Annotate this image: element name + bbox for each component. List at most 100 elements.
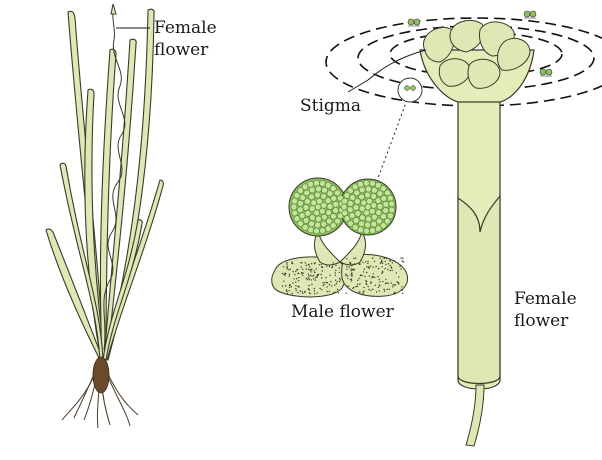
pollen-grain [321,213,328,221]
sac-speckle [281,272,284,275]
pollen-grain [334,217,341,225]
pollen-grain [364,191,371,199]
pollen-grain [347,200,354,207]
pollen-grain [291,209,299,217]
floating-male-flowers [407,10,553,77]
pollen-grain [374,225,382,232]
female-flower-spathe [457,194,501,385]
sac-speckle [398,276,400,278]
sac-speckle [374,284,376,286]
sac-speckle [288,275,290,277]
sac-speckle [353,263,356,265]
pollen-grain [308,186,316,194]
sac-speckle [310,263,313,265]
sac-speckle [318,264,321,266]
pollen-grain [299,194,306,201]
sac-speckle [373,260,376,263]
sac-speckle [389,269,391,272]
sac-speckle [381,259,383,261]
sac-speckle [286,268,288,270]
pollen-inset-circle [397,77,423,103]
sac-speckle [397,282,400,284]
pollen-grain [371,213,378,221]
sac-speckle [366,266,368,268]
sac-speckle [290,286,292,288]
sac-speckle [399,265,401,267]
sac-speckle [357,262,360,264]
pollen-grain [358,220,365,228]
sac-speckle [375,265,377,268]
sac-speckle [387,263,390,265]
sac-speckle [295,289,297,291]
sac-speckle [314,271,316,274]
sac-speckle [372,276,374,278]
sac-speckle [392,286,394,288]
pollen-grain [314,191,321,199]
pollen-grain [304,198,311,205]
pollen-grain [357,226,364,234]
sac-speckle [288,290,290,292]
sac-speckle [381,266,383,268]
sac-speckle [358,291,360,293]
sac-speckle [300,266,302,268]
label-stigma: Stigma [300,96,362,116]
sac-speckle [367,260,369,262]
plant-leaves [45,8,164,361]
pollen-grain [301,224,309,231]
sac-speckle [297,285,299,288]
sac-speckle [330,285,333,287]
sac-speckle [391,262,394,264]
pollen-grain [384,217,391,225]
pollen-grain [357,180,364,188]
sac-speckle [306,278,308,281]
sac-speckle [311,283,313,286]
sac-speckle [400,257,402,259]
pollen-grain [308,220,315,228]
sac-speckle [386,257,388,260]
sac-speckle [370,281,372,283]
sac-speckle [320,289,323,291]
sac-speckle [296,269,298,271]
sac-speckle [387,282,389,285]
pollen-grain [332,207,339,214]
sac-speckle [379,257,381,259]
pollen-grain [320,193,327,200]
sac-speckle [292,282,294,284]
sac-speckle [338,271,340,274]
sac-speckle [281,285,284,287]
sac-speckle [349,279,352,281]
sac-speckle [310,271,312,273]
sac-speckle [353,257,355,260]
sac-speckle [361,274,363,277]
sac-speckle [384,257,386,259]
pollen-grain [324,182,332,189]
pollen-grain [349,194,356,201]
sac-speckle [383,288,385,291]
sac-speckle [331,266,334,268]
pollen-grain [330,213,337,220]
male-flower [271,177,408,298]
pollen-grain [290,203,298,211]
sac-speckle [321,266,324,269]
sac-speckle [352,268,354,270]
sac-speckle [294,273,296,276]
pollen-grain [347,187,354,194]
sac-speckle [349,263,351,265]
pollen-grain [308,193,315,201]
pollen-grain [307,180,314,188]
pollen-grain [360,199,368,207]
sac-speckle [334,272,336,274]
label-female-flower-right-line2: flower [514,311,569,331]
pollen-grain [308,205,316,212]
sac-speckle [375,291,378,293]
sac-speckle [328,265,331,268]
sac-speckle [381,272,383,275]
sac-speckle [326,281,328,284]
sac-speckle [378,290,380,292]
sac-speckle [362,291,364,293]
sac-speckle [385,263,387,266]
sac-speckle [338,277,341,280]
sac-speckle [356,285,358,288]
sac-speckle [362,271,365,273]
label-female-flower-plant-line1: Female [154,18,217,38]
